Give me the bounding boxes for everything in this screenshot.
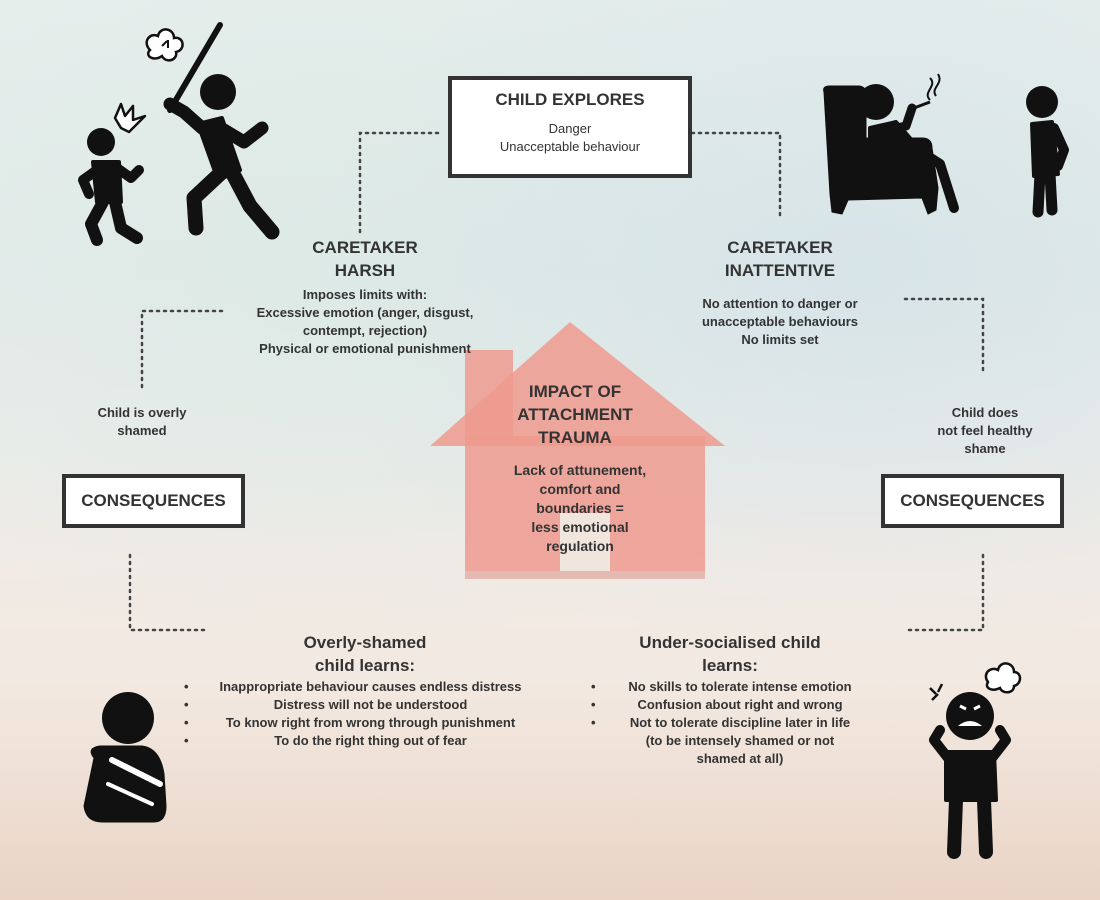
harsh-title-line: CARETAKER <box>312 238 418 257</box>
overly-shamed-title-line: Overly-shamed <box>303 633 427 652</box>
impact-desc-line: Lack of attunement, <box>513 462 647 478</box>
child-overly-shamed-label: Child is overly shamed <box>72 404 212 440</box>
harsh-desc-line: Physical or emotional punishment <box>259 341 471 356</box>
angry-adult-with-stick-icon <box>145 22 280 240</box>
consequences-right-label: CONSEQUENCES <box>900 491 1045 510</box>
list-item: Not to tolerate discipline later in life <box>591 714 885 732</box>
list-item: No skills to tolerate intense emotion <box>591 678 885 696</box>
under-socialised-title-line: Under-socialised child <box>639 633 821 652</box>
overly-shamed-title-line: child learns: <box>314 656 416 675</box>
caretaker-inattentive-description: No attention to danger or unacceptable b… <box>660 295 900 349</box>
harsh-desc-line: Excessive emotion (anger, disgust, <box>256 305 474 320</box>
harsh-desc-line: Imposes limits with: <box>302 287 428 302</box>
child-no-healthy-shame-label: Child does not feel healthy shame <box>915 404 1055 458</box>
sitting-hugging-knees-icon <box>83 692 167 823</box>
impact-description: Lack of attunement, comfort and boundari… <box>490 461 670 556</box>
under-socialised-extra: (to be intensely shamed or not shamed at… <box>620 732 860 768</box>
connector-left-consequences <box>128 553 210 632</box>
left-shame-line: Child is overly <box>97 405 187 420</box>
caretaker-harsh-description: Imposes limits with: Excessive emotion (… <box>225 286 505 358</box>
overly-shamed-list: Inappropriate behaviour causes endless d… <box>184 678 553 750</box>
list-item: To know right from wrong through punishm… <box>184 714 553 732</box>
impact-desc-line: regulation <box>546 538 614 554</box>
connector-right-consequences <box>903 553 985 632</box>
consequences-left-box: CONSEQUENCES <box>62 474 245 528</box>
under-socialised-list: No skills to tolerate intense emotion Co… <box>591 678 885 732</box>
right-shame-line: Child does <box>951 405 1019 420</box>
impact-desc-line: less emotional <box>531 519 629 535</box>
under-socialised-title-line: learns: <box>702 656 758 675</box>
caretaker-inattentive-title: CARETAKER INATTENTIVE <box>680 236 880 282</box>
under-socialised-title: Under-socialised child learns: <box>600 631 860 677</box>
right-shame-line: not feel healthy <box>937 423 1033 438</box>
consequences-right-box: CONSEQUENCES <box>881 474 1064 528</box>
frustrated-person-icon <box>929 662 1022 859</box>
impact-desc-line: comfort and <box>539 481 621 497</box>
child-explores-line: Danger <box>548 121 592 136</box>
child-explores-title: CHILD EXPLORES <box>495 90 645 109</box>
child-explores-box: CHILD EXPLORES Danger Unacceptable behav… <box>448 76 692 178</box>
connector-top-right <box>690 131 782 219</box>
list-item: To do the right thing out of fear <box>184 732 553 750</box>
list-item: Confusion about right and wrong <box>591 696 885 714</box>
inattentive-desc-line: No limits set <box>741 332 819 347</box>
harsh-title-line: HARSH <box>334 261 396 280</box>
inattentive-title-line: INATTENTIVE <box>724 261 836 280</box>
person-in-armchair-smoking-icon <box>823 73 959 215</box>
child-explores-line: Unacceptable behaviour <box>499 139 641 154</box>
inattentive-desc-line: unacceptable behaviours <box>701 314 859 329</box>
impact-desc-line: boundaries = <box>536 500 624 516</box>
under-socialised-extra-line: shamed at all) <box>696 751 784 766</box>
standing-child-icon <box>1026 86 1069 218</box>
left-shame-line: shamed <box>117 423 167 438</box>
connector-harsh-to-shame <box>140 309 224 389</box>
impact-title-line: ATTACHMENT <box>517 405 633 424</box>
connector-top-left <box>358 131 442 234</box>
under-socialised-extra-line: (to be intensely shamed or not <box>645 733 835 748</box>
list-item: Inappropriate behaviour causes endless d… <box>184 678 553 696</box>
connector-inattentive-to-shame <box>903 297 985 377</box>
impact-title-line: IMPACT OF <box>528 382 622 401</box>
impact-title-line: TRAUMA <box>538 428 612 447</box>
overly-shamed-title: Overly-shamed child learns: <box>245 631 485 677</box>
inattentive-desc-line: No attention to danger or <box>702 296 858 311</box>
house-icon <box>430 322 725 579</box>
scared-child-icon <box>78 102 147 246</box>
inattentive-title-line: CARETAKER <box>727 238 833 257</box>
list-item: Distress will not be understood <box>184 696 553 714</box>
caretaker-harsh-title: CARETAKER HARSH <box>265 236 465 282</box>
consequences-left-label: CONSEQUENCES <box>81 491 226 510</box>
right-shame-line: shame <box>964 441 1006 456</box>
harsh-desc-line: contempt, rejection) <box>302 323 428 338</box>
impact-title: IMPACT OF ATTACHMENT TRAUMA <box>490 380 660 449</box>
